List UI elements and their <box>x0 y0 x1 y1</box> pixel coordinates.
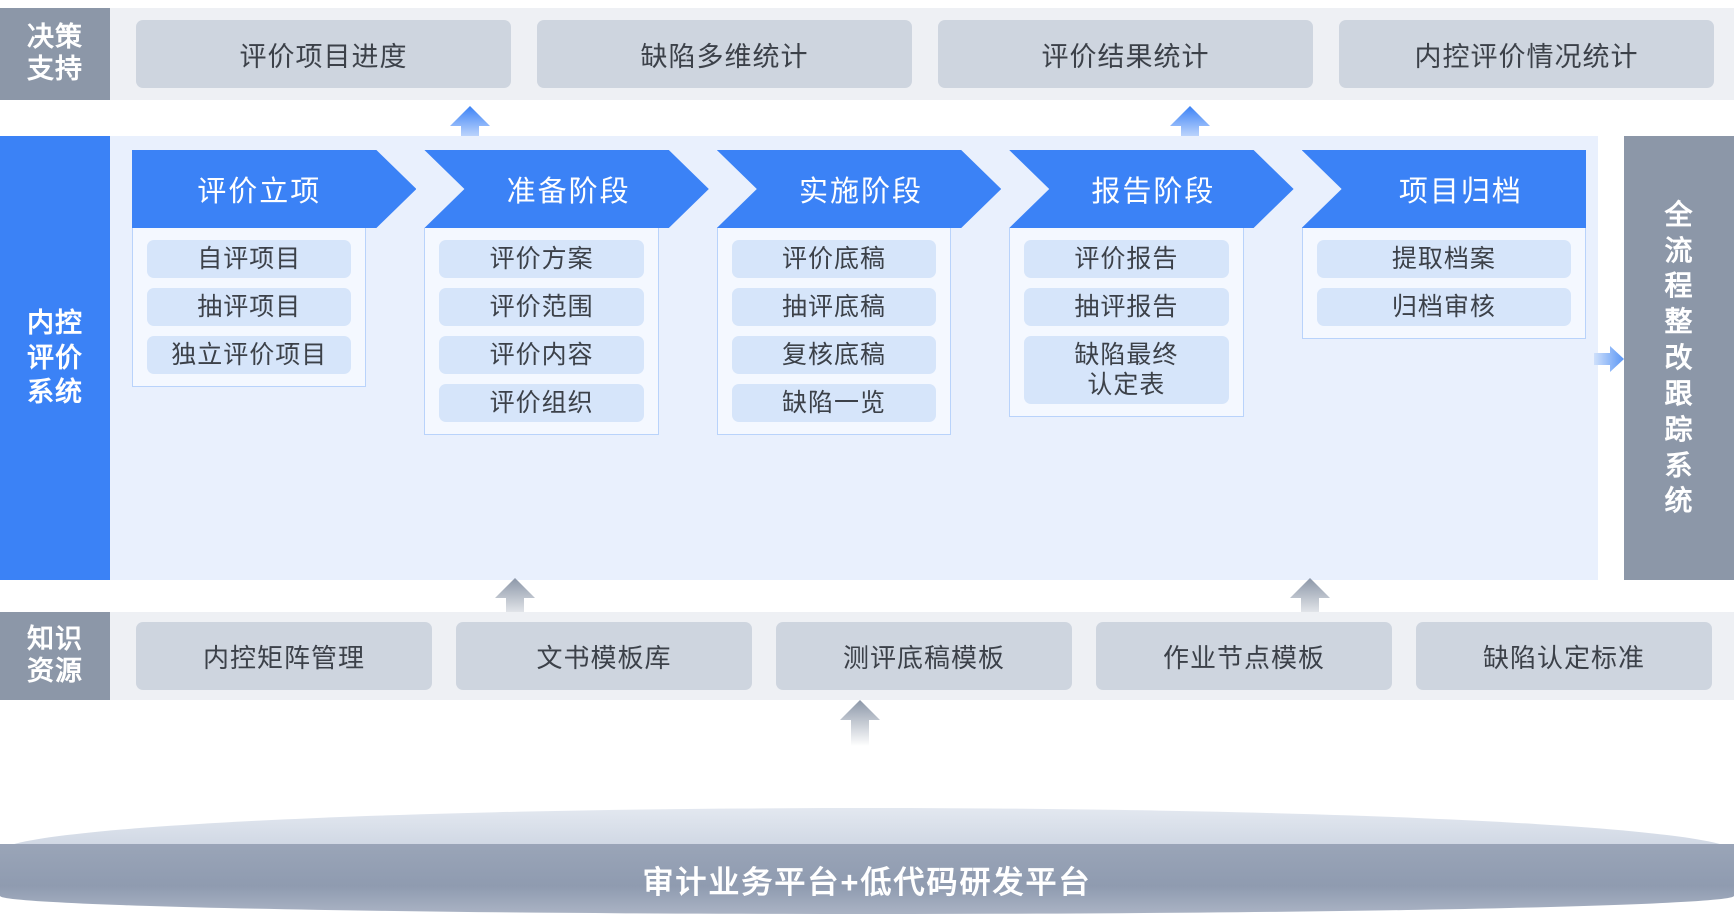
knowledge-resource-side-label: 知识 资源 <box>0 612 110 700</box>
knowledge-card-assessment-draft-template[interactable]: 测评底稿模板 <box>776 622 1072 690</box>
arrow-up-gray-2 <box>1290 578 1330 624</box>
arrow-up-gray-3 <box>840 700 880 746</box>
decision-support-card-track: 评价项目进度 缺陷多维统计 评价结果统计 内控评价情况统计 <box>110 8 1734 100</box>
arrow-up-blue-1 <box>450 106 490 152</box>
stage-item-review-draft[interactable]: 复核底稿 <box>731 336 937 374</box>
decision-support-row: 决策 支持 评价项目进度 缺陷多维统计 评价结果统计 内控评价情况统计 <box>0 8 1734 100</box>
rts-char-6: 跟 <box>1664 377 1694 409</box>
ics-label-line-1: 内控 <box>27 308 83 339</box>
stage-item-defect-list[interactable]: 缺陷一览 <box>731 384 937 422</box>
stage-header-reporting[interactable]: 报告阶段 <box>1009 150 1293 228</box>
stage-header-implementation[interactable]: 实施阶段 <box>717 150 1001 228</box>
process-flow-area: 评价立项 自评项目 抽评项目 独立评价项目 准备阶段 评价方案 评价范围 评价内… <box>110 136 1598 580</box>
rts-char-5: 改 <box>1664 342 1694 374</box>
knowledge-label-line-2: 资源 <box>27 656 83 686</box>
stage-header-project-archiving[interactable]: 项目归档 <box>1301 150 1587 228</box>
stage-body-reporting: 评价报告 抽评报告 缺陷最终 认定表 <box>1009 228 1244 417</box>
stage-item-evaluation-plan[interactable]: 评价方案 <box>439 240 644 278</box>
rts-char-2: 流 <box>1664 234 1694 266</box>
stage-body-project-archiving: 提取档案 归档审核 <box>1301 228 1587 339</box>
stage-item-archive-review[interactable]: 归档审核 <box>1316 288 1572 326</box>
arrow-right-blue-icon <box>1594 345 1624 372</box>
stage-body-preparation: 评价方案 评价范围 评价内容 评价组织 <box>424 228 659 435</box>
knowledge-card-document-template-library[interactable]: 文书模板库 <box>456 622 752 690</box>
ics-label-line-3: 系统 <box>27 377 83 408</box>
stage-evaluation-initiation: 评价立项 自评项目 抽评项目 独立评价项目 <box>132 150 416 387</box>
decision-card-project-progress[interactable]: 评价项目进度 <box>136 20 511 88</box>
decision-card-defect-statistics[interactable]: 缺陷多维统计 <box>537 20 912 88</box>
platform-pedestal-base: 审计业务平台+低代码研发平台 <box>0 844 1734 914</box>
knowledge-card-defect-criteria[interactable]: 缺陷认定标准 <box>1416 622 1712 690</box>
arrow-up-gray-1 <box>495 578 535 624</box>
stage-item-evaluation-organization[interactable]: 评价组织 <box>439 384 644 422</box>
stage-preparation: 准备阶段 评价方案 评价范围 评价内容 评价组织 <box>424 150 708 435</box>
decision-card-internal-control-statistics[interactable]: 内控评价情况统计 <box>1339 20 1714 88</box>
rts-char-7: 踪 <box>1664 413 1694 445</box>
stage-body-implementation: 评价底稿 抽评底稿 复核底稿 缺陷一览 <box>716 228 952 435</box>
stage-item-evaluation-content[interactable]: 评价内容 <box>439 336 644 374</box>
stage-reporting: 报告阶段 评价报告 抽评报告 缺陷最终 认定表 <box>1009 150 1293 417</box>
stage-item-evaluation-draft[interactable]: 评价底稿 <box>731 240 937 278</box>
knowledge-card-task-node-template[interactable]: 作业节点模板 <box>1096 622 1392 690</box>
stage-item-sample-evaluation-project[interactable]: 抽评项目 <box>147 288 352 326</box>
rts-char-8: 系 <box>1664 449 1694 481</box>
stage-implementation: 实施阶段 评价底稿 抽评底稿 复核底稿 缺陷一览 <box>716 150 1001 435</box>
decision-card-result-statistics[interactable]: 评价结果统计 <box>938 20 1313 88</box>
rts-char-4: 整 <box>1664 306 1694 338</box>
stage-header-preparation[interactable]: 准备阶段 <box>424 150 708 228</box>
rts-char-3: 程 <box>1664 270 1694 302</box>
stage-item-extract-archive[interactable]: 提取档案 <box>1316 240 1572 278</box>
rts-char-1: 全 <box>1664 198 1694 230</box>
stage-body-evaluation-initiation: 自评项目 抽评项目 独立评价项目 <box>132 228 367 387</box>
knowledge-resource-row: 知识 资源 内控矩阵管理 文书模板库 测评底稿模板 作业节点模板 缺陷认定标准 <box>0 612 1734 700</box>
stage-item-sample-evaluation-report[interactable]: 抽评报告 <box>1024 288 1229 326</box>
arrow-up-blue-2 <box>1170 106 1210 152</box>
platform-pedestal: 审计业务平台+低代码研发平台 <box>0 808 1734 914</box>
stage-item-independent-evaluation-project[interactable]: 独立评价项目 <box>147 336 352 374</box>
knowledge-label-line-1: 知识 <box>27 624 83 655</box>
decision-support-side-label: 决策 支持 <box>0 8 110 100</box>
platform-label: 审计业务平台+低代码研发平台 <box>642 864 1092 900</box>
stage-item-evaluation-scope[interactable]: 评价范围 <box>439 288 644 326</box>
internal-control-system-row: 内控 评价 系统 评价立项 自评项目 抽评项目 独立评价项目 准备阶段 评价方案… <box>0 136 1734 580</box>
stage-item-sample-evaluation-draft[interactable]: 抽评底稿 <box>731 288 937 326</box>
internal-control-system-side-label: 内控 评价 系统 <box>0 136 110 580</box>
stage-header-evaluation-initiation[interactable]: 评价立项 <box>132 150 416 228</box>
stage-item-self-evaluation-project[interactable]: 自评项目 <box>147 240 352 278</box>
rts-char-9: 统 <box>1664 485 1694 517</box>
stage-item-evaluation-report[interactable]: 评价报告 <box>1024 240 1229 278</box>
stage-item-final-defect-confirmation-form[interactable]: 缺陷最终 认定表 <box>1024 336 1229 404</box>
ics-label-line-2: 评价 <box>27 342 83 373</box>
knowledge-card-track: 内控矩阵管理 文书模板库 测评底稿模板 作业节点模板 缺陷认定标准 <box>110 612 1734 700</box>
decision-support-label-line-2: 支持 <box>27 54 83 84</box>
rectification-tracking-system-panel: 全 流 程 整 改 跟 踪 系 统 <box>1594 136 1734 580</box>
stage-project-archiving: 项目归档 提取档案 归档审核 <box>1301 150 1587 339</box>
decision-support-label-line-1: 决策 <box>27 22 83 53</box>
knowledge-card-control-matrix[interactable]: 内控矩阵管理 <box>136 622 432 690</box>
